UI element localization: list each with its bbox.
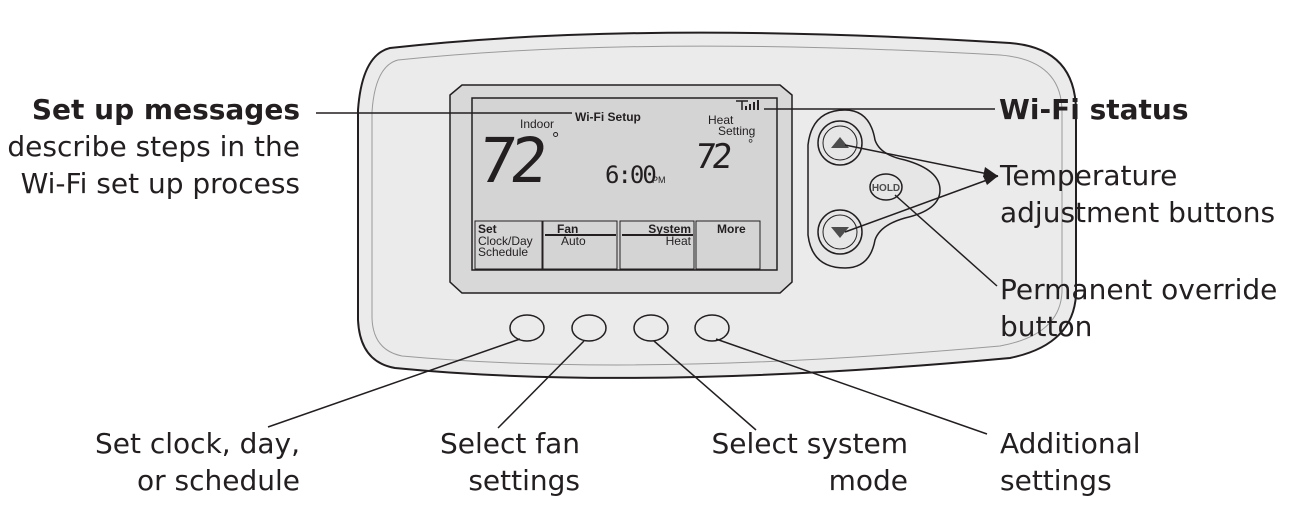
callout-clock-line1: Set clock, day, — [95, 427, 300, 460]
thermostat-inner-face — [371, 45, 1063, 366]
arrowhead-temp-down — [983, 176, 998, 185]
softkey-system-title: System — [648, 222, 691, 236]
callout-override-line2: button — [1000, 310, 1093, 343]
hold-button[interactable]: HOLD — [869, 173, 903, 201]
callout-fan-line1: Select fan — [439, 427, 580, 460]
indoor-degree: ° — [552, 129, 559, 149]
indoor-temperature: 72 — [475, 124, 547, 197]
softkey-fan: Fan Auto — [542, 220, 618, 270]
callout-clock: Set clock, day, or schedule — [95, 425, 300, 499]
callout-clock-line2: or schedule — [136, 464, 300, 497]
softkey-fan-value: Auto — [561, 234, 586, 248]
callout-setup-line1: describe steps in the — [7, 130, 300, 163]
callout-fan: Select fan settings — [440, 425, 580, 499]
wifi-signal-icon — [736, 100, 759, 110]
callout-override-line1: Permanent override — [1000, 273, 1278, 306]
callout-wifi-status: Wi-Fi status — [999, 91, 1189, 128]
leader-temp-up — [844, 144, 999, 177]
softkey-fan-title: Fan — [557, 222, 578, 236]
up-arrow-icon — [831, 137, 849, 148]
callout-system: Select system mode — [711, 425, 908, 499]
callout-setup-messages: Set up messages describe steps in the Wi… — [7, 91, 300, 202]
leader-system — [653, 340, 757, 431]
softkey-button-4[interactable] — [694, 314, 730, 342]
callout-system-line2: mode — [828, 464, 908, 497]
softkey-more-title: More — [717, 222, 746, 236]
callout-override: Permanent override button — [1000, 271, 1277, 345]
callout-temp-buttons: Temperature adjustment buttons — [1000, 157, 1275, 231]
softkey-set: Set Clock/Day Schedule — [474, 220, 543, 270]
leader-additional — [715, 338, 988, 435]
temperature-down-button[interactable] — [817, 209, 863, 255]
temperature-up-button[interactable] — [817, 120, 863, 166]
softkey-set-line1: Clock/Day — [478, 234, 533, 248]
softkey-system-value: Heat — [666, 234, 692, 248]
clock-ampm: PM — [652, 175, 666, 185]
callout-wifi-title: Wi-Fi status — [999, 93, 1189, 126]
softkey-button-2[interactable] — [571, 314, 607, 342]
softkey-button-3[interactable] — [633, 314, 669, 342]
arrowhead-temp-up — [983, 167, 998, 177]
leader-clock — [267, 338, 521, 428]
callout-additional: Additional settings — [1000, 425, 1141, 499]
clock-time: 6:00 — [605, 161, 655, 189]
indoor-label: Indoor — [520, 117, 554, 131]
wifi-setup-message: Wi-Fi Setup — [575, 110, 641, 124]
softkey-more: More — [695, 220, 761, 270]
leader-hold — [894, 194, 998, 287]
callout-setup-line2: Wi-Fi set up process — [20, 167, 300, 200]
hold-label: HOLD — [872, 183, 900, 194]
callout-additional-line2: settings — [1000, 464, 1112, 497]
callout-system-line1: Select system — [711, 427, 908, 460]
heat-label: Heat — [708, 113, 734, 127]
setpoint-temperature: 72 — [693, 137, 732, 177]
callout-temp-line2: adjustment buttons — [1000, 196, 1276, 229]
callout-additional-line1: Additional — [1000, 427, 1141, 460]
leader-fan — [497, 340, 585, 429]
callout-temp-line1: Temperature — [1000, 159, 1178, 192]
leader-temp-down — [844, 175, 999, 233]
softkey-button-1[interactable] — [509, 314, 545, 342]
down-arrow-icon — [831, 227, 849, 238]
softkey-set-line2: Schedule — [478, 245, 528, 259]
setting-label: Setting — [718, 124, 755, 138]
callout-setup-title: Set up messages — [31, 93, 300, 126]
softkey-system: System Heat — [619, 220, 695, 270]
setpoint-degree: ° — [748, 136, 753, 151]
softkey-set-title: Set — [478, 222, 497, 236]
callout-fan-line2: settings — [468, 464, 580, 497]
